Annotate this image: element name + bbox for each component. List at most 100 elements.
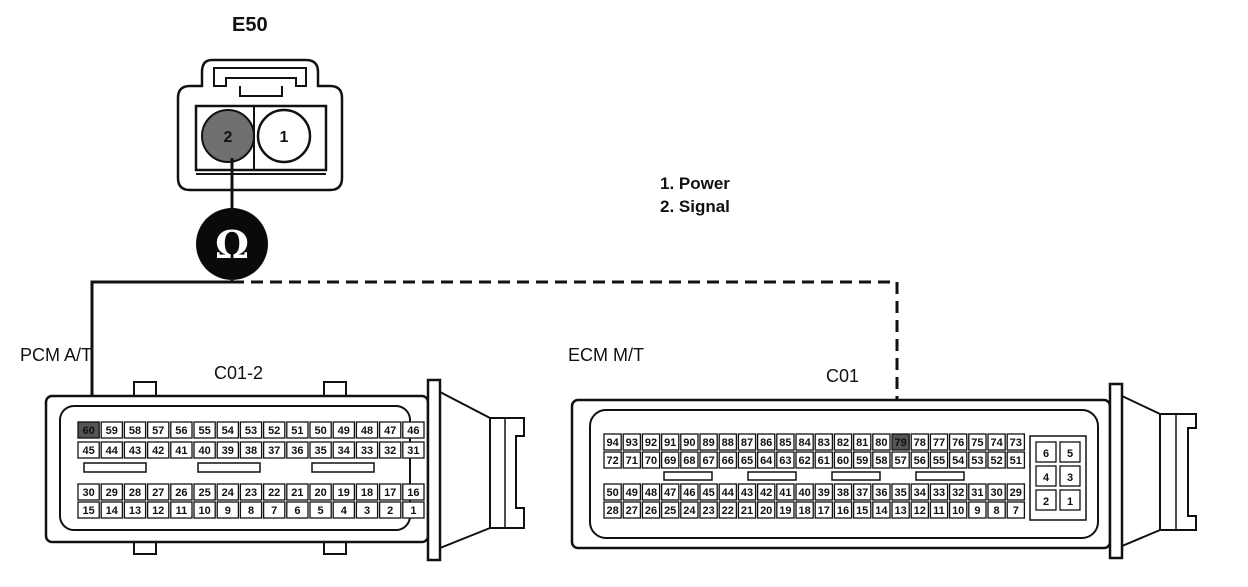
pcm-pin-label: 1 [410, 505, 416, 517]
pcm-pin-cell [262, 421, 286, 439]
ecm-pin-cell [795, 483, 814, 501]
ecm-pin-label: 15 [856, 505, 868, 517]
pcm-pin-label: 13 [129, 505, 141, 517]
ecm-pin-cell [756, 501, 776, 519]
ecm-pin-cell [756, 483, 776, 501]
ecm-pin-cell [987, 501, 1006, 519]
ecm-pin-label: 29 [1010, 487, 1022, 499]
pcm-pin-cell [262, 483, 286, 501]
ecm-pin-label: 41 [779, 487, 791, 499]
ecm-pin-cell [660, 451, 680, 469]
pcm-pin-cell [286, 483, 309, 501]
pcm-pin-cell [402, 441, 425, 459]
pcm-pin-cell [216, 483, 240, 501]
ecm-pin-cell [852, 483, 872, 501]
ecm-pin-cell [891, 433, 910, 451]
ecm-pin-label: 32 [952, 487, 964, 499]
ecm-pin-label: 40 [798, 487, 810, 499]
ecm-pin-cell [833, 483, 853, 501]
pcm-pin-cell [309, 441, 332, 459]
ecm-pin-cell [1006, 483, 1026, 501]
pcm-pin-label: 33 [361, 445, 373, 457]
ecm-pin-label: 71 [626, 455, 638, 467]
pcm-pin-cell [239, 483, 263, 501]
pcm-flange [426, 378, 442, 562]
e50-label: E50 [232, 14, 268, 36]
ecm-pin-cell [891, 451, 910, 469]
ecm-pin-cell [968, 433, 987, 451]
pcm-boot [439, 390, 491, 550]
ecm-aux-pin-label: 5 [1067, 448, 1073, 460]
ecm-pin-label: 57 [894, 455, 906, 467]
pin-legend: 1. Power 2. Signal [660, 172, 730, 218]
pcm-pin-cell [332, 421, 356, 439]
ecm-pin-label: 72 [606, 455, 618, 467]
pcm-housing [44, 394, 430, 544]
pcm-pin-cell [77, 421, 100, 439]
ecm-pin-label: 46 [683, 487, 695, 499]
ecm-pin-label: 54 [952, 455, 965, 467]
pcm-pin-cell [123, 421, 147, 439]
ecm-key-slot [831, 471, 881, 481]
pcm-pin-cell [286, 501, 309, 519]
ecm-pin-label: 35 [894, 487, 906, 499]
pcm-key-slot [83, 462, 147, 473]
pcm-pin-label: 42 [152, 445, 164, 457]
ecm-pin-label: 81 [856, 437, 868, 449]
pcm-pin-label: 46 [407, 425, 419, 437]
ecm-aux-pin-cell [1035, 441, 1057, 463]
ecm-aux-pin-cell [1059, 441, 1081, 463]
ecm-pin-label: 76 [952, 437, 964, 449]
ecm-pin-cell [833, 451, 853, 469]
ecm-pin-cell [737, 451, 757, 469]
pcm-pin-cell [402, 483, 425, 501]
ecm-pin-label: 67 [702, 455, 714, 467]
ecm-pin-cell [891, 501, 910, 519]
pcm-pin-label: 24 [222, 487, 235, 499]
pcm-pin-cell [355, 421, 379, 439]
ecm-pin-label: 19 [779, 505, 791, 517]
ecm-pin-label: 28 [606, 505, 618, 517]
pcm-key-slot [197, 462, 261, 473]
pcm-pin-label: 15 [82, 505, 94, 517]
pcm-pin-label: 44 [106, 445, 119, 457]
ecm-pin-cell [680, 501, 699, 519]
ecm-pin-label: 12 [914, 505, 926, 517]
pcm-pin-cell [286, 441, 309, 459]
ecm-pin-label: 45 [702, 487, 714, 499]
e50-pin-2-label: 2 [224, 129, 233, 146]
ecm-pin-label: 75 [971, 437, 983, 449]
pcm-pin-label: 41 [175, 445, 187, 457]
ecm-boot-end [1160, 413, 1197, 531]
e50-housing-inner [213, 67, 307, 87]
ecm-pin-cell [968, 483, 987, 501]
ecm-pin-cell [968, 501, 987, 519]
ecm-pin-cell [699, 451, 718, 469]
ecm-pin-cell [680, 433, 699, 451]
ecm-pin-label: 61 [818, 455, 830, 467]
ecm-pin-label: 63 [779, 455, 791, 467]
pcm-pin-cell [123, 501, 147, 519]
pcm-pin-cell [170, 501, 193, 519]
pcm-pin-cell [100, 501, 124, 519]
ecm-pin-label: 60 [837, 455, 849, 467]
ecm-pin-label: 66 [722, 455, 734, 467]
pcm-pin-label: 60 [82, 425, 94, 437]
pcm-pin-cell [77, 441, 100, 459]
ecm-pin-label: 87 [741, 437, 753, 449]
ecm-pin-label: 91 [664, 437, 676, 449]
pcm-pin-label: 29 [106, 487, 118, 499]
pcm-connector-id: C01-2 [214, 363, 264, 383]
pcm-pin-label: 8 [248, 505, 254, 517]
pcm-pin-cell [146, 441, 170, 459]
ecm-pin-cell [718, 451, 738, 469]
pcm-pin-label: 55 [198, 425, 210, 437]
ecm-pin-cell [622, 501, 642, 519]
ecm-flange [1108, 382, 1124, 560]
ecm-pin-cell [833, 433, 853, 451]
pcm-pin-cell [355, 501, 379, 519]
ecm-pin-label: 17 [818, 505, 830, 517]
ecm-pin-cell [929, 501, 949, 519]
ecm-key-slot [663, 471, 713, 481]
